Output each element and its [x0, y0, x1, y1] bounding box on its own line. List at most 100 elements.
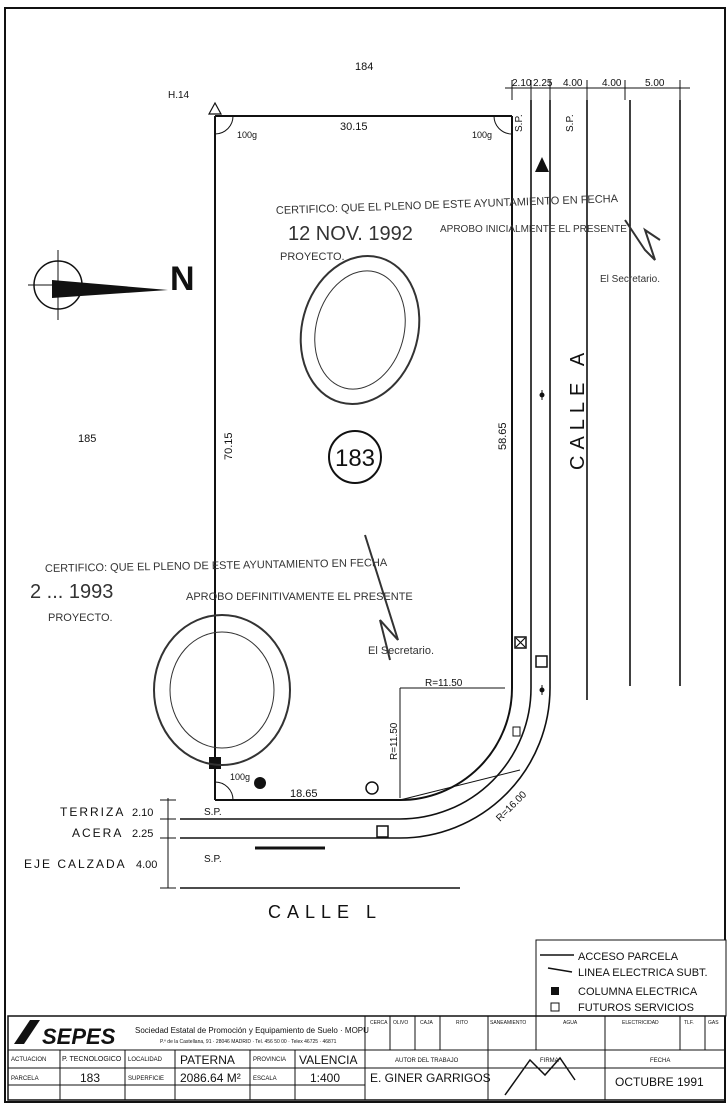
section-acera-label: ACERA: [72, 826, 123, 840]
north-arrow-icon: [28, 250, 168, 320]
angle-nw: 100g: [237, 130, 257, 140]
width-terriza: 2.10: [512, 78, 532, 89]
legend-column-label: COLUMNA ELECTRICA: [578, 986, 698, 998]
stamp2-date: 2 ... 1993: [30, 581, 113, 603]
radius-outer: R=16.00: [494, 789, 529, 824]
svc-caja: CAJA: [420, 1020, 433, 1026]
street-edges: [180, 100, 681, 889]
localidad-label: LOCALIDAD: [128, 1057, 163, 1063]
column-icon-2: [535, 655, 548, 668]
seal-1: [299, 255, 421, 405]
stamp1-line2: APROBO INICIALMENTE EL PRESENTE: [440, 224, 627, 235]
svc-electricidad: ELECTRICIDAD: [622, 1020, 659, 1026]
company-address: P.º de la Castellana, 91 · 28046 MADRID …: [160, 1039, 337, 1045]
column-icon-3: [376, 825, 389, 838]
stamp1-signature-label: El Secretario.: [600, 274, 660, 285]
legend-future-label: FUTUROS SERVICIOS: [578, 1002, 694, 1014]
width-median: 5.00: [645, 78, 665, 89]
stamp2-line1: CERTIFICO: QUE EL PLENO DE ESTE AYUNTAMI…: [45, 557, 388, 575]
north-label: N: [170, 260, 195, 298]
svc-gas: GAS: [708, 1020, 719, 1026]
street-l-label: CALLE L: [268, 902, 382, 922]
fecha-value: OCTUBRE 1991: [615, 1075, 704, 1089]
section-terriza-value: 2.10: [132, 807, 153, 819]
fecha-label: FECHA: [650, 1058, 670, 1064]
section-acera-value: 2.25: [132, 828, 153, 840]
provincia-value: VALENCIA: [299, 1053, 357, 1067]
stamp2-line2: APROBO DEFINITIVAMENTE EL PRESENTE: [186, 591, 413, 603]
autor-label: AUTOR DEL TRABAJO: [395, 1058, 459, 1064]
width-calzada-2: 4.00: [602, 78, 622, 89]
dim-left: 70.15: [223, 432, 235, 460]
svc-tlf: TLF.: [684, 1020, 694, 1026]
street-a-label: CALLE A: [567, 347, 589, 470]
section-terriza-label: TERRIZA: [60, 805, 125, 819]
radius-leaders: [399, 687, 521, 801]
parcela-value: 183: [80, 1071, 100, 1085]
actuacion-label: ACTUACION: [11, 1057, 46, 1063]
tree-icon: [254, 777, 266, 789]
localidad-value: PATERNA: [180, 1053, 235, 1067]
survey-point-marker: [207, 101, 223, 115]
section-calzada-value: 4.00: [136, 859, 157, 871]
svc-agua: AGUA: [563, 1020, 578, 1026]
legend-access-label: ACCESO PARCELA: [578, 951, 679, 963]
stamp1-date: 12 NOV. 1992: [288, 223, 413, 245]
sp-label-top-2: S.P.: [565, 114, 576, 132]
escala-value: 1:400: [310, 1071, 340, 1085]
dim-right: 58.65: [497, 422, 509, 450]
parcel-number-circle: [328, 430, 382, 484]
sp-label-top-1: S.P.: [514, 114, 525, 132]
dim-top: 30.15: [340, 121, 368, 133]
title-block: [7, 1015, 726, 1101]
drain-icon: [365, 781, 379, 795]
actuacion-value: P. TECNOLOGICO: [62, 1056, 122, 1063]
autor-value: E. GINER GARRIGOS: [370, 1071, 491, 1085]
svc-saneamiento: SANEAMIENTO: [490, 1020, 526, 1026]
angle-ne: 100g: [472, 130, 492, 140]
dim-bottom: 18.65: [290, 788, 318, 800]
future-icon: [550, 1002, 560, 1012]
seal-2: [153, 614, 291, 766]
cable-icon: [547, 967, 573, 973]
signature-1: [624, 219, 661, 261]
legend-cable-label: LINEA ELECTRICA SUBT.: [578, 967, 708, 979]
stamp1-line1: CERTIFICO: QUE EL PLENO DE ESTE AYUNTAMI…: [276, 193, 619, 217]
parcel-boundary: [214, 115, 513, 801]
neighbor-parcel-top: 184: [355, 61, 373, 73]
legend: [535, 939, 727, 1017]
superficie-label: SUPERFICIE: [128, 1076, 164, 1082]
stamp2-line3: PROYECTO.: [48, 612, 113, 624]
corner-point-label: H.14: [168, 90, 190, 101]
svc-olivo: OLIVO: [393, 1020, 408, 1026]
approval-stamp-initial: CERTIFICO: QUE EL PLENO DE ESTE AYUNTAMI…: [276, 193, 660, 405]
stamp2-signature-label: El Secretario.: [368, 645, 434, 657]
sepes-logo-mark: [14, 1020, 40, 1044]
width-calzada-1: 4.00: [563, 78, 583, 89]
neighbor-parcel-left: 185: [78, 433, 96, 445]
svc-cerca: CERCA: [370, 1020, 388, 1026]
column-icon: [551, 987, 559, 995]
sp-label-bottom-1: S.P.: [204, 807, 222, 818]
signature-2: [364, 534, 399, 661]
company-name: Sociedad Estatal de Promoción y Equipami…: [135, 1026, 369, 1035]
angle-sw: 100g: [230, 772, 250, 782]
parcela-label: PARCELA: [11, 1076, 39, 1082]
seal-2-inner: [169, 631, 275, 749]
escala-label: ESCALA: [253, 1076, 277, 1082]
firma-label: FIRMA: [540, 1058, 559, 1064]
sheet-border: [4, 7, 726, 1103]
boundary-marker-icon: [209, 757, 221, 769]
section-dimension-lines: [160, 798, 176, 889]
approval-stamp-final: CERTIFICO: QUE EL PLENO DE ESTE AYUNTAMI…: [30, 557, 434, 766]
sepes-logo: SEPES: [42, 1024, 116, 1049]
future-service-icon: [512, 726, 521, 737]
angle-arcs: [214, 115, 513, 801]
section-calzada-label: EJE CALZADA: [24, 857, 127, 871]
column-icon-cross: [515, 637, 526, 648]
radius-horizontal: R=11.50: [425, 678, 463, 689]
access-icon: [535, 157, 549, 172]
author-signature: [504, 1056, 576, 1096]
street-width-dimensions: [505, 80, 690, 100]
